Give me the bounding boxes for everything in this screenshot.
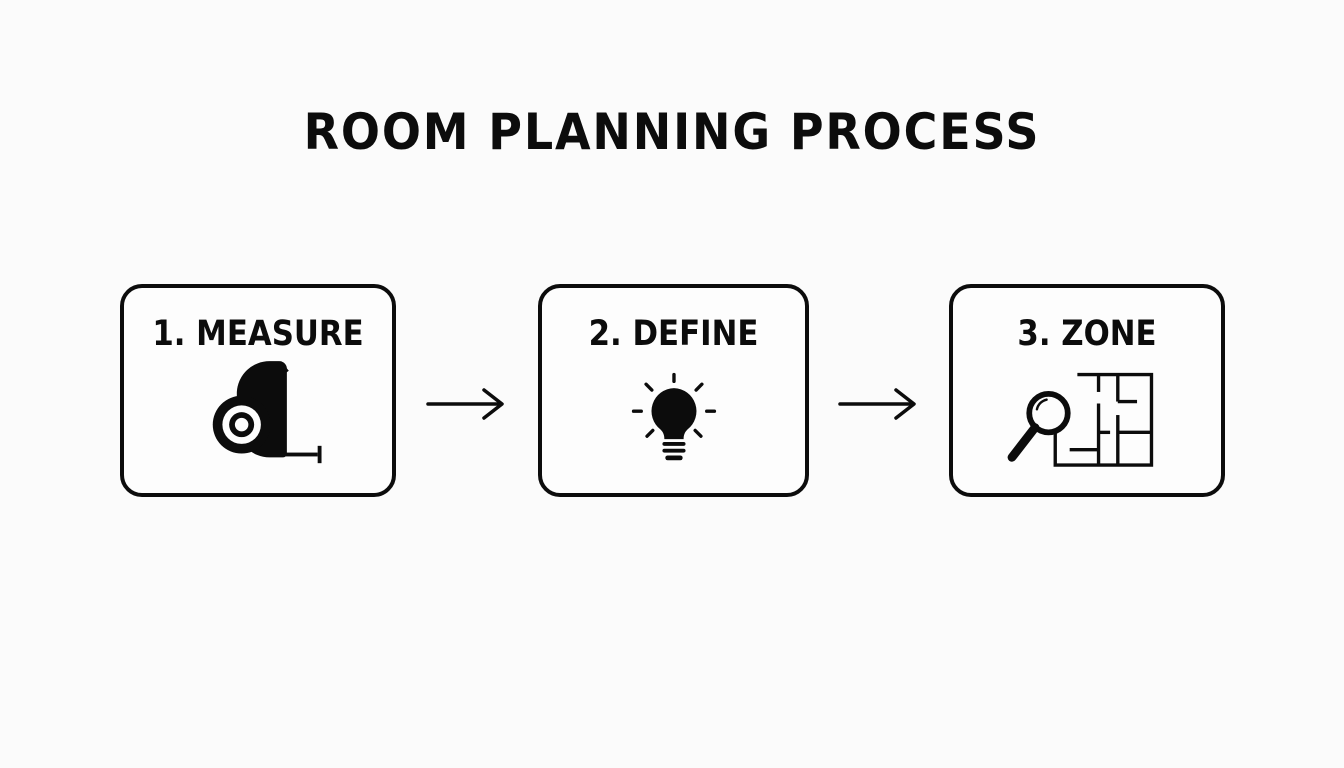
step-zone-box: 3. ZONE <box>949 284 1225 497</box>
arrow-right-icon <box>838 388 916 420</box>
floor-plan-magnifier-icon <box>1007 372 1154 467</box>
step-measure-box: 1. MEASURE <box>120 284 396 497</box>
lightbulb-icon <box>631 372 717 461</box>
diagram-title: ROOM PLANNING PROCESS <box>303 103 1041 161</box>
tape-measure-icon <box>212 361 322 464</box>
step-define-box: 2. DEFINE <box>538 284 809 497</box>
step-define-label: 2. DEFINE <box>588 314 759 354</box>
arrow-right-icon <box>426 388 504 420</box>
step-measure-label: 1. MEASURE <box>152 314 364 354</box>
step-zone-label: 3. ZONE <box>1017 314 1157 354</box>
